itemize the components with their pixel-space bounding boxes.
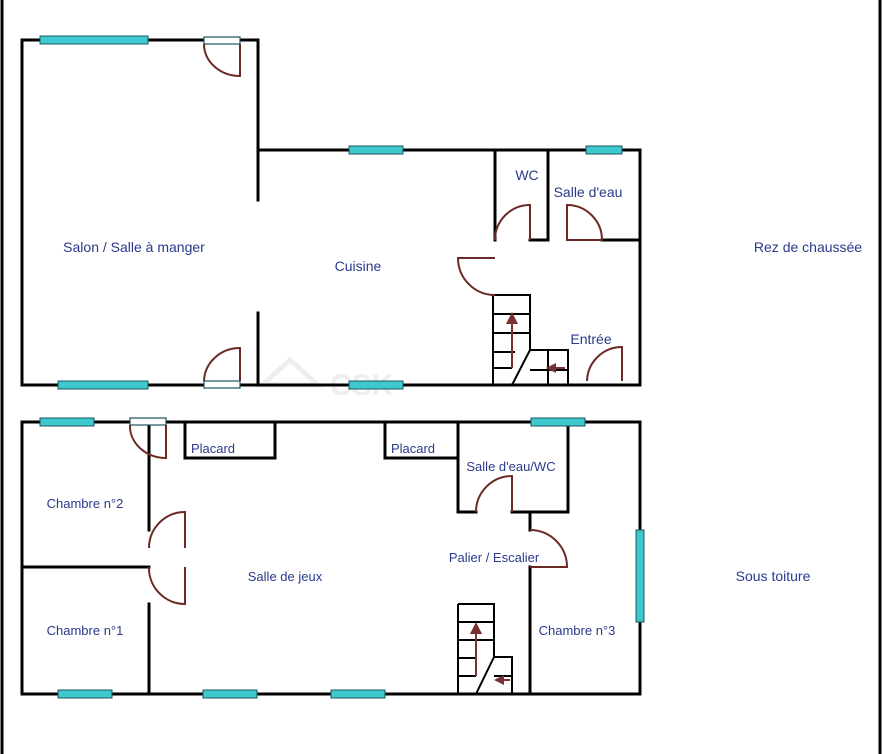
window-chambre1-bottom xyxy=(57,689,113,699)
window-jeux-bottom-right xyxy=(330,689,386,699)
door-sde[interactable] xyxy=(566,203,604,241)
ground-floor: Salon / Salle à manger Cuisine WC Salle … xyxy=(20,35,862,390)
door-window-salon-top xyxy=(203,36,241,45)
room-label-wc: WC xyxy=(515,167,538,183)
window-salon-bottom xyxy=(57,380,149,390)
window-jeux-bottom-left xyxy=(202,689,258,699)
level-label-upper: Sous toiture xyxy=(736,568,811,584)
door-chambre2[interactable] xyxy=(148,510,186,549)
room-label-entree: Entrée xyxy=(570,331,611,347)
room-label-placard-right: Placard xyxy=(391,441,435,456)
placard-right-walls xyxy=(383,420,460,460)
room-label-salon: Salon / Salle à manger xyxy=(63,239,205,255)
room-label-placard-left: Placard xyxy=(191,441,235,456)
door-sdewc[interactable] xyxy=(475,474,513,513)
door-swing-salon-top xyxy=(203,43,241,78)
door-wc[interactable] xyxy=(494,203,531,241)
level-label-ground: Rez de chaussée xyxy=(754,239,862,255)
room-label-chambre2: Chambre n°2 xyxy=(47,496,124,511)
door-cuisine[interactable] xyxy=(456,257,496,296)
window-chambre2-top xyxy=(39,417,95,427)
window-salon-top xyxy=(39,35,149,45)
door-swing-chambre2-window xyxy=(128,424,167,460)
room-label-chambre3: Chambre n°3 xyxy=(539,623,616,638)
upper-stairs xyxy=(457,603,513,695)
room-label-chambre1: Chambre n°1 xyxy=(47,623,124,638)
room-label-palier: Palier / Escalier xyxy=(449,550,540,565)
door-chambre3[interactable] xyxy=(529,529,569,568)
door-entree[interactable] xyxy=(586,345,623,382)
door-window-salon-bottom xyxy=(203,380,241,389)
window-cuisine-top xyxy=(348,145,404,155)
placard-left-walls xyxy=(183,420,277,460)
window-sde-top xyxy=(585,145,623,155)
window-cuisine-bottom xyxy=(348,380,404,390)
window-chambre3-side xyxy=(635,529,645,623)
room-label-salle-eau-wc: Salle d'eau/WC xyxy=(466,459,555,474)
room-label-salle-jeux: Salle de jeux xyxy=(248,569,323,584)
upper-floor: Placard Placard Salle d'eau/WC Chambre n… xyxy=(20,417,811,699)
room-label-salle-eau: Salle d'eau xyxy=(554,184,623,200)
door-swing-salon-bottom xyxy=(203,346,241,382)
door-window-chambre2 xyxy=(129,417,167,426)
window-sdewc-top xyxy=(530,417,586,427)
ground-stairs xyxy=(492,294,569,386)
room-label-cuisine: Cuisine xyxy=(335,258,382,274)
door-chambre1[interactable] xyxy=(147,566,186,606)
